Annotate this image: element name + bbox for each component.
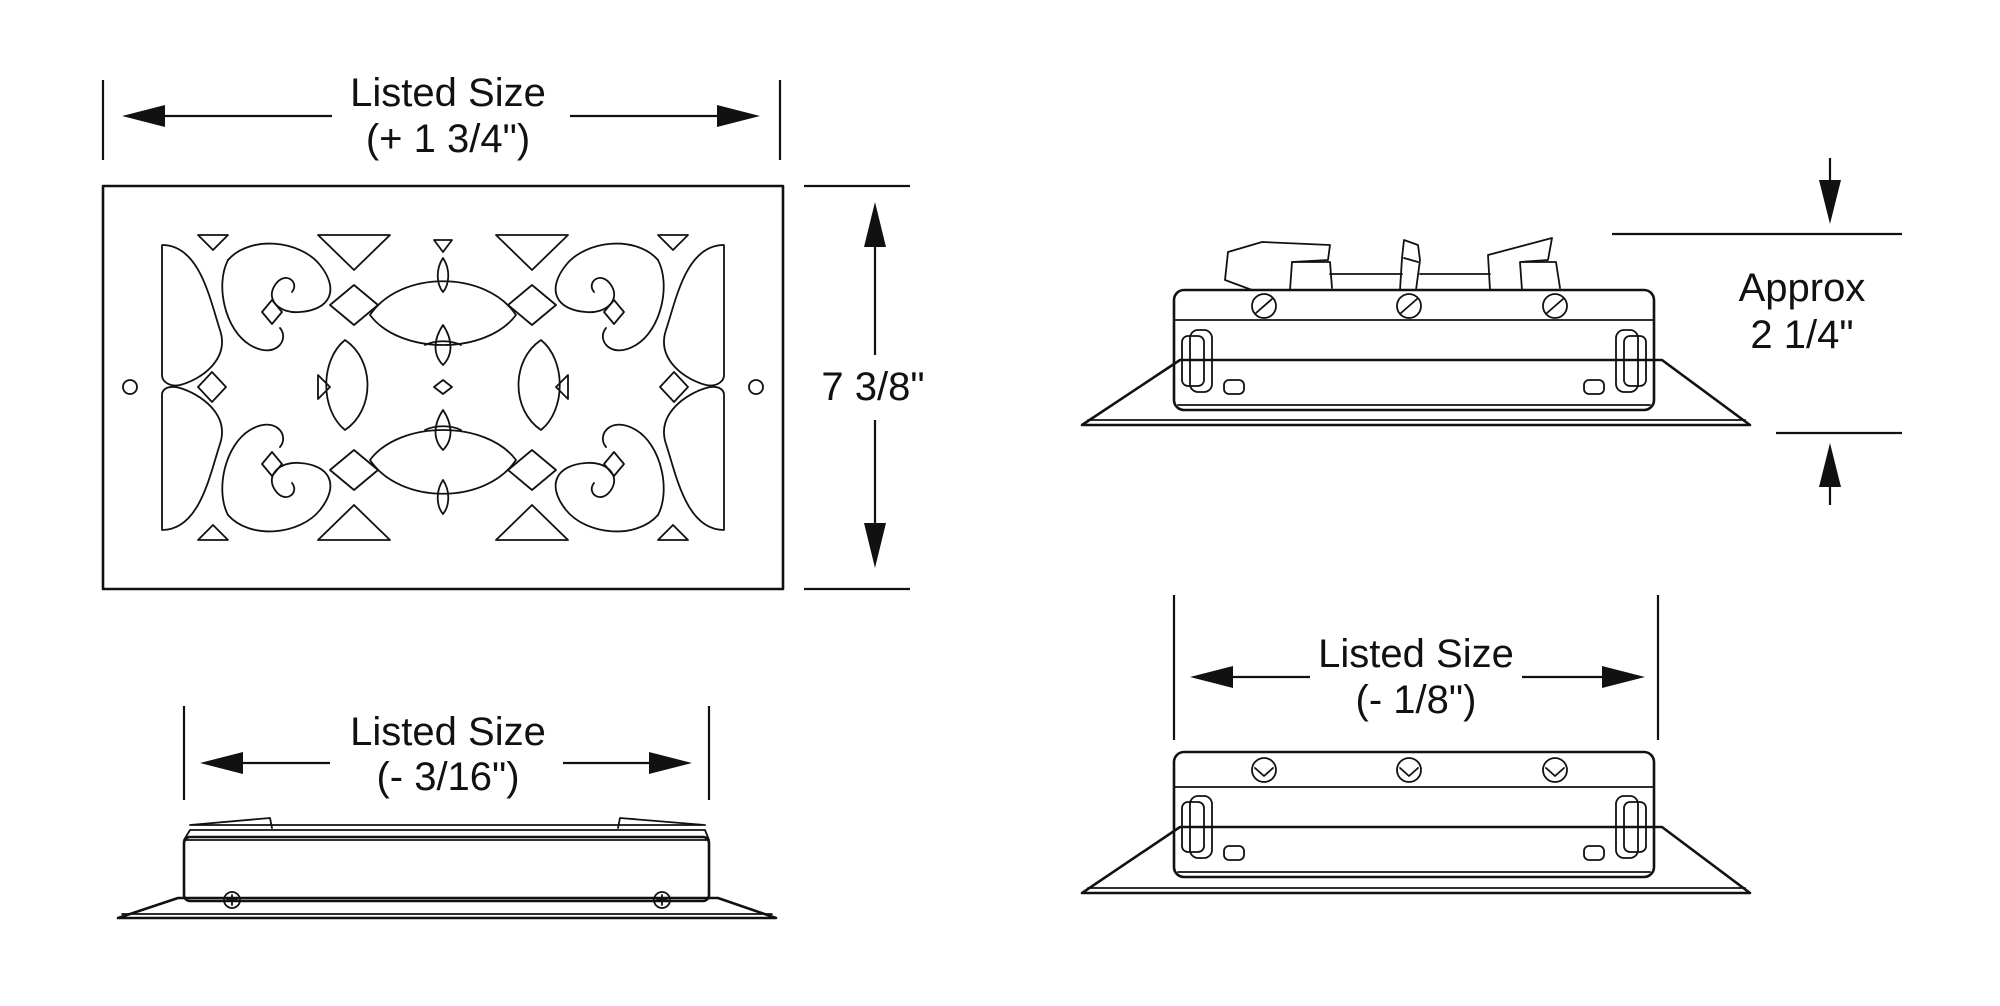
bottom-width-dimension (182, 706, 711, 800)
screw-heads-top (1251, 293, 1568, 319)
front-view: Listed Size (+ 1 3/4") (101, 71, 925, 591)
side-width-label-line1: Listed Size (1318, 632, 1514, 676)
side-view: Listed Size (- 1/8") (1080, 595, 1752, 895)
screw-hole-left (122, 379, 138, 395)
bottom-view-body (116, 817, 778, 920)
front-width-label-line1: Listed Size (350, 71, 546, 115)
depth-label-line2: 2 1/4" (1750, 313, 1853, 357)
bottom-width-label-line2: (- 3/16") (376, 755, 519, 799)
side-view-body (1080, 750, 1752, 895)
side-width-dimension (1172, 595, 1660, 740)
depth-dimension (1612, 158, 1902, 505)
front-height-dimension (804, 184, 910, 591)
grille-plate (101, 184, 785, 591)
side-width-label-line2: (- 1/8") (1356, 678, 1477, 722)
depth-label-line1: Approx (1739, 266, 1866, 310)
screw-hole-right (748, 379, 764, 395)
front-width-label-line2: (+ 1 3/4") (366, 117, 530, 161)
bottom-view: Listed Size (- 3/16") (116, 706, 778, 920)
front-height-label: 7 3/8" (821, 365, 924, 409)
scroll-pattern (161, 234, 725, 541)
bottom-width-label-line1: Listed Size (350, 710, 546, 754)
front-width-dimension (101, 80, 782, 160)
side-view-with-dampers: Approx 2 1/4" (1080, 158, 1902, 505)
